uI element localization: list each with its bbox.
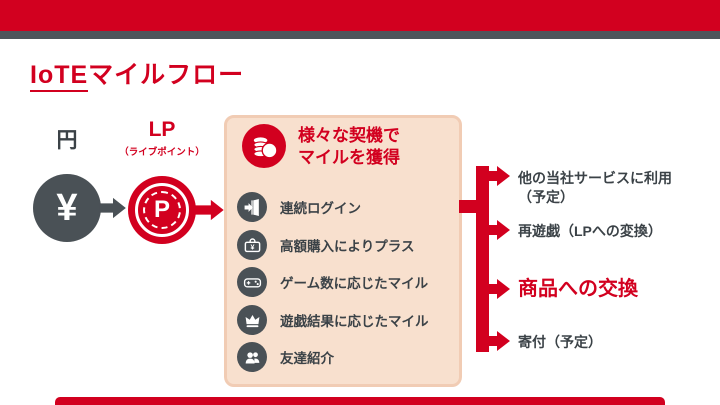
- arrow-right-icon: [487, 331, 510, 351]
- arrow-right-icon: [193, 199, 224, 221]
- lp-point-coin-icon: P: [128, 176, 196, 244]
- outcome-exchange-goods: 商品への交換: [518, 276, 638, 302]
- lp-subtitle: （ライブポイント）: [119, 147, 205, 158]
- outcome-donation: 寄付（予定）: [518, 333, 602, 352]
- list-item-label: 連続ログイン: [280, 201, 361, 216]
- page-title: IoTEマイルフロー: [30, 55, 245, 92]
- list-item: ゲーム数に応じたマイル: [237, 267, 428, 297]
- outcome-other-services: 他の当社サービスに利用 （予定）: [518, 169, 672, 207]
- top-red-bar: [0, 0, 720, 31]
- branch-connector-vertical: [476, 166, 489, 352]
- list-item-label: 友達紹介: [280, 351, 334, 366]
- coins-icon: [242, 124, 286, 168]
- coin-ring: [135, 183, 189, 237]
- arrow-right-icon: [487, 220, 510, 240]
- bottom-red-bar: [55, 397, 665, 405]
- list-item: 遊戯結果に応じたマイル: [237, 305, 429, 335]
- list-item-label: 遊戯結果に応じたマイル: [280, 314, 429, 329]
- title-underlined-part: IoTE: [30, 61, 89, 92]
- list-item-label: ゲーム数に応じたマイル: [280, 276, 429, 291]
- list-item: ¥ 高額購入によりプラス: [237, 230, 414, 260]
- login-icon: [237, 192, 267, 222]
- outcome-line: 再遊戯（LPへの変換）: [518, 223, 662, 239]
- outcome-line: （予定）: [518, 189, 574, 205]
- panel-heading: 様々な契機で マイルを獲得: [298, 125, 400, 168]
- point-symbol: P: [153, 196, 170, 223]
- lp-label: LP: [148, 118, 176, 141]
- top-gray-bar: [0, 31, 720, 39]
- coin-dashed-ring: [143, 191, 181, 229]
- purchase-icon: ¥: [237, 230, 267, 260]
- outcome-line: 寄付（予定）: [518, 334, 602, 350]
- list-item-label: 高額購入によりプラス: [280, 239, 415, 254]
- svg-text:¥: ¥: [250, 243, 254, 251]
- panel-heading-line1: 様々な契機で: [298, 126, 400, 145]
- friends-icon: [237, 342, 267, 372]
- title-rest: マイルフロー: [88, 61, 245, 89]
- outcome-replay: 再遊戯（LPへの変換）: [518, 222, 662, 241]
- game-icon: [237, 267, 267, 297]
- crown-icon: [237, 305, 267, 335]
- list-item: 連続ログイン: [237, 192, 361, 222]
- arrow-right-icon: [99, 197, 126, 219]
- list-item: 友達紹介: [237, 342, 334, 372]
- yen-coin-icon: ¥: [33, 174, 101, 242]
- panel-heading-line2: マイルを獲得: [298, 147, 400, 167]
- outcome-line: 商品への交換: [518, 278, 638, 300]
- outcome-line: 他の当社サービスに利用: [518, 170, 672, 186]
- arrow-right-icon: [487, 279, 510, 299]
- mile-acquisition-panel: 様々な契機で マイルを獲得 連続ログイン ¥ 高額購入によりプ: [224, 115, 462, 387]
- yen-label: 円: [56, 129, 78, 152]
- yen-symbol: ¥: [56, 187, 78, 229]
- arrow-right-icon: [487, 166, 510, 186]
